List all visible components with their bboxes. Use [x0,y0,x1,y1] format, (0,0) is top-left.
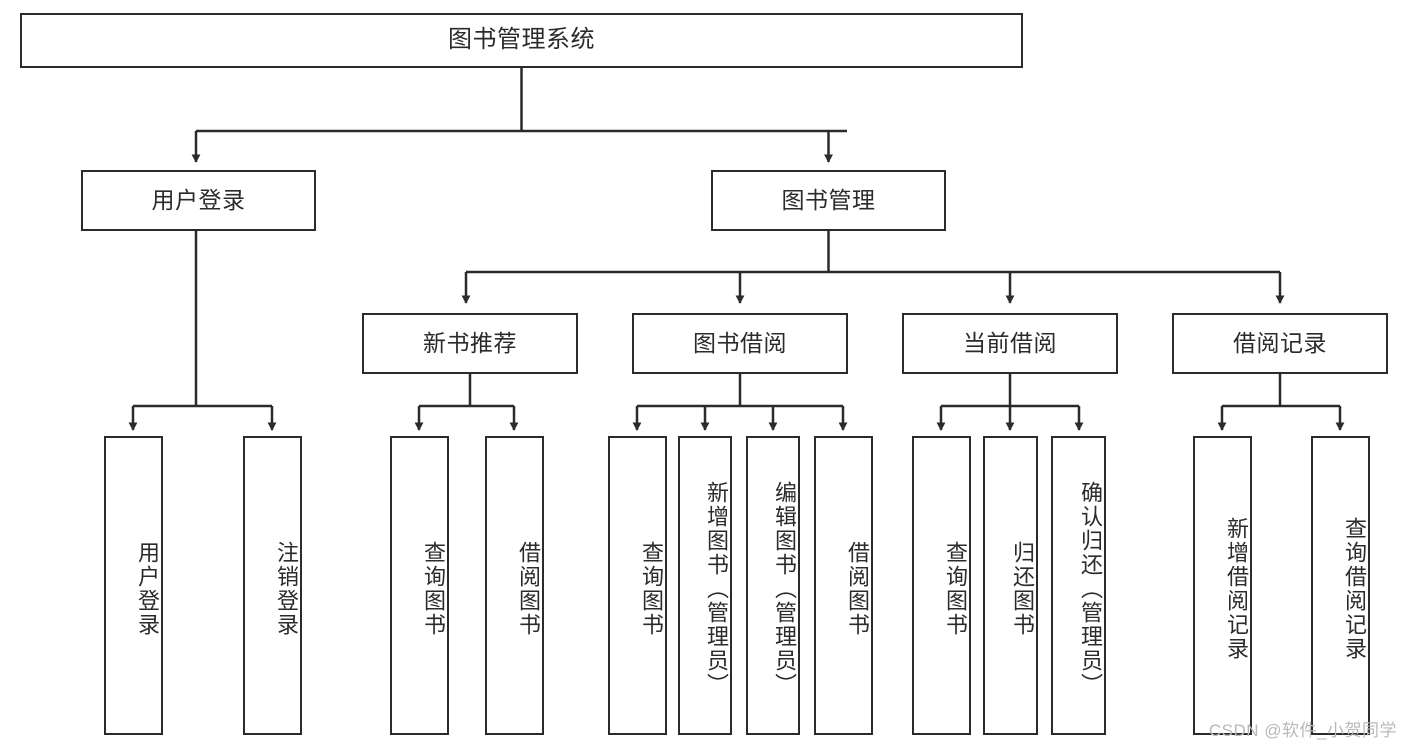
leaf-current-return-book[interactable]: 归还图书 [983,436,1038,735]
node-book-management[interactable]: 图书管理 [711,170,946,231]
node-label: 用户登录 [151,186,246,213]
leaf-recommend-query-book[interactable]: 查询图书 [390,436,449,735]
node-label: 新增借阅记录 [1224,516,1249,661]
node-label: 图书管理系统 [448,26,595,54]
leaf-current-confirm-return-admin[interactable]: 确认归还（管理员） [1051,436,1106,735]
watermark: CSDN @软件_小贺同学 [1208,721,1397,740]
node-label: 查询图书 [421,540,446,637]
leaf-borrow-query-book[interactable]: 查询图书 [608,436,667,735]
node-current-borrow[interactable]: 当前借阅 [902,313,1118,374]
node-label: 借阅记录 [1233,329,1327,356]
leaf-borrow-edit-book-admin[interactable]: 编辑图书（管理员） [746,436,800,735]
node-new-book-recommend[interactable]: 新书推荐 [362,313,578,374]
leaf-borrow-add-book-admin[interactable]: 新增图书（管理员） [678,436,732,735]
leaf-record-query-borrow-record[interactable]: 查询借阅记录 [1311,436,1370,735]
node-label: 图书借阅 [693,329,787,356]
node-label: 新增图书（管理员） [704,480,729,697]
node-user-login[interactable]: 用户登录 [81,170,316,231]
node-root-book-management-system[interactable]: 图书管理系统 [20,13,1023,68]
node-book-borrow[interactable]: 图书借阅 [632,313,848,374]
leaf-user-login-signout[interactable]: 注销登录 [243,436,302,735]
leaf-record-add-borrow-record[interactable]: 新增借阅记录 [1193,436,1252,735]
node-label: 查询图书 [639,540,664,637]
node-label: 当前借阅 [963,329,1057,356]
leaf-current-query-book[interactable]: 查询图书 [912,436,971,735]
node-label: 注销登录 [274,540,299,637]
node-label: 图书管理 [781,186,876,213]
node-label: 借阅图书 [516,540,541,637]
node-label: 用户登录 [135,540,160,637]
node-label: 新书推荐 [423,329,517,356]
leaf-borrow-borrow-book[interactable]: 借阅图书 [814,436,873,735]
node-label: 确认归还（管理员） [1078,480,1103,697]
leaf-user-login-signin[interactable]: 用户登录 [104,436,163,735]
leaf-recommend-borrow-book[interactable]: 借阅图书 [485,436,544,735]
node-label: 编辑图书（管理员） [772,480,797,697]
node-label: 查询借阅记录 [1342,516,1367,661]
node-label: 借阅图书 [845,540,870,637]
node-label: 归还图书 [1010,540,1035,637]
node-label: 查询图书 [943,540,968,637]
node-borrow-record[interactable]: 借阅记录 [1172,313,1388,374]
